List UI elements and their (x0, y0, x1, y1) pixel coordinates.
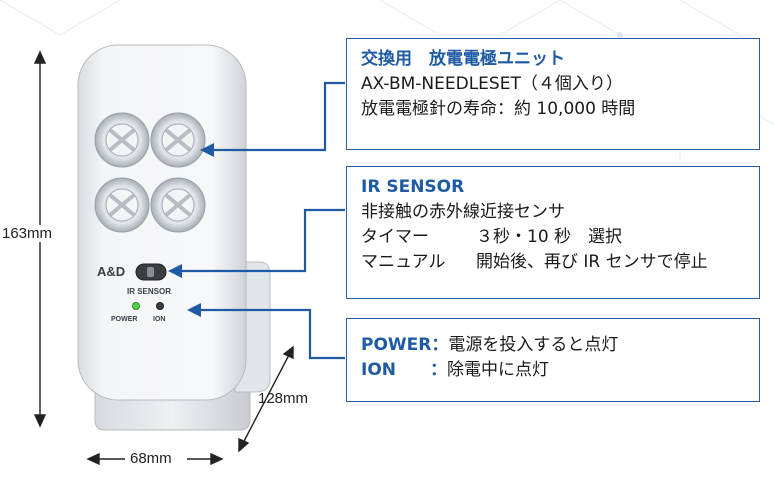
depth-dimension-line (241, 352, 291, 446)
manual-value: 開始後、再び IR センサで停止 (476, 252, 708, 272)
power-led-label: POWER (111, 316, 137, 323)
electrode-knob (150, 177, 206, 233)
electrode-callout-lifetime: 放電電極針の寿命：約 10,000 時間 (361, 99, 636, 119)
ion-label: ION ： (361, 360, 448, 380)
ion-led (156, 302, 164, 310)
sensor-callout: IR SENSOR 非接触の赤外線近接センサ タイマー ３秒・10 秒 選択 マニ… (346, 166, 760, 299)
width-label: 68mm (130, 450, 172, 467)
leader-power (195, 308, 345, 360)
leader-electrode (210, 81, 345, 152)
ir-sensor-label: IR SENSOR (127, 287, 171, 296)
led-callout: POWER：電源を投入すると点灯 ION ：除電中に点灯 (346, 318, 760, 402)
height-label: 163mm (2, 225, 53, 242)
electrode-knob (94, 177, 150, 233)
leader-sensor (176, 208, 345, 273)
sensor-callout-manual: マニュアル 開始後、再び IR センサで停止 (361, 250, 745, 275)
timer-value: ３秒・10 秒 選択 (476, 227, 623, 247)
power-led (132, 302, 140, 310)
sensor-callout-timer: タイマー ３秒・10 秒 選択 (361, 225, 745, 250)
timer-label: タイマー (361, 227, 429, 247)
ion-text: 除電中に点灯 (447, 360, 550, 380)
brand-logo: A&D (97, 264, 125, 279)
ion-led-description: ION ：除電中に点灯 (361, 358, 745, 383)
electrode-callout-title: 交換用 放電電極ユニット (361, 49, 565, 69)
power-label: POWER： (361, 335, 449, 355)
manual-label: マニュアル (361, 252, 446, 272)
depth-label: 128mm (258, 390, 309, 407)
electrode-knob (150, 112, 206, 168)
ion-led-label: ION (153, 316, 165, 323)
power-led-description: POWER：電源を投入すると点灯 (361, 333, 745, 358)
electrode-callout: 交換用 放電電極ユニット AX-BM-NEEDLESET（４個入り） 放電電極針… (346, 38, 760, 150)
electrode-callout-model: AX-BM-NEEDLESET（４個入り） (361, 74, 623, 94)
sensor-callout-description: 非接触の赤外線近接センサ (361, 202, 565, 222)
sensor-callout-title: IR SENSOR (361, 177, 465, 197)
electrode-knob (94, 112, 150, 168)
power-text: 電源を投入すると点灯 (448, 335, 619, 355)
